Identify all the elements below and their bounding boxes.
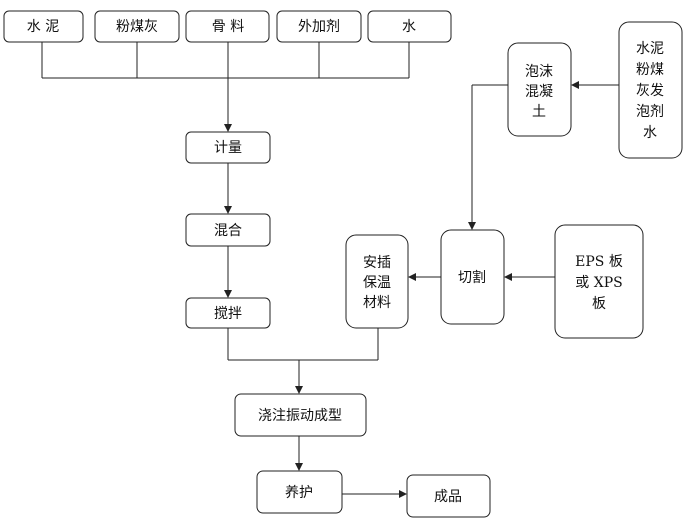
arrow-to-insulation <box>408 273 416 281</box>
arrow-to-curing <box>295 463 303 471</box>
node-casting: 浇注振动成型 <box>234 393 367 437</box>
node-board-line-2: 或 XPS <box>575 275 622 291</box>
node-metering-label: 计量 <box>214 140 242 156</box>
node-fly-ash: 粉煤灰 <box>94 10 180 43</box>
node-board-line-3: 板 <box>592 296 606 312</box>
arrow-to-foam-concrete <box>571 81 579 89</box>
arrow-to-mixing <box>224 206 232 214</box>
node-foam-materials-line-1: 水泥 <box>636 41 664 57</box>
node-fly-ash-label: 粉煤灰 <box>116 19 158 35</box>
node-stirring: 搅拌 <box>185 297 271 329</box>
node-foam-concrete-line-3: 土 <box>532 104 546 120</box>
node-metering: 计量 <box>185 131 271 164</box>
node-water-label: 水 <box>402 19 416 35</box>
node-foam-materials-line-4: 泡剂 <box>636 104 664 120</box>
node-aggregate-label: 骨 料 <box>212 19 244 35</box>
node-cement: 水 泥 <box>3 10 84 43</box>
node-stirring-label: 搅拌 <box>214 306 242 322</box>
node-foam-materials-line-5: 水 <box>643 125 657 141</box>
node-foam-materials: 水泥 粉煤 灰发 泡剂 水 <box>618 21 683 159</box>
node-aggregate: 骨 料 <box>185 10 270 43</box>
node-mixing: 混合 <box>185 213 271 247</box>
node-foam-concrete-line-2: 混凝 <box>525 84 553 100</box>
node-board-line-1: EPS 板 <box>575 254 623 270</box>
arrow-to-product <box>399 490 407 498</box>
node-board: EPS 板 或 XPS 板 <box>554 224 644 339</box>
node-product-label: 成品 <box>434 489 462 505</box>
node-water: 水 <box>367 10 452 43</box>
node-mixing-label: 混合 <box>214 223 242 239</box>
node-foam-materials-line-3: 灰发 <box>636 83 664 99</box>
node-foam-concrete-line-1: 泡沫 <box>525 64 553 80</box>
node-admixture-label: 外加剂 <box>298 19 340 35</box>
arrow-to-stirring <box>224 290 232 298</box>
arrow-board-to-cutting <box>504 273 512 281</box>
node-foam-materials-line-2: 粉煤 <box>636 62 664 78</box>
node-insert-insulation-line-3: 材料 <box>363 295 391 311</box>
arrow-to-cutting <box>468 222 476 230</box>
node-curing-label: 养护 <box>285 485 313 501</box>
node-cutting: 切割 <box>440 229 505 325</box>
arrow-to-metering <box>224 124 232 132</box>
node-cement-label: 水 泥 <box>27 19 59 35</box>
node-insert-insulation-line-1: 安插 <box>363 255 391 271</box>
node-cutting-label: 切割 <box>458 269 486 286</box>
node-product: 成品 <box>406 474 491 518</box>
node-casting-label: 浇注振动成型 <box>258 408 342 424</box>
node-admixture: 外加剂 <box>276 10 362 43</box>
arrow-to-casting <box>295 386 303 394</box>
node-curing: 养护 <box>256 470 343 514</box>
node-insert-insulation: 安插 保温 材料 <box>345 234 409 329</box>
node-foam-concrete: 泡沫 混凝 土 <box>507 42 572 137</box>
node-insert-insulation-line-2: 保温 <box>363 275 391 291</box>
connectors <box>41 42 619 498</box>
